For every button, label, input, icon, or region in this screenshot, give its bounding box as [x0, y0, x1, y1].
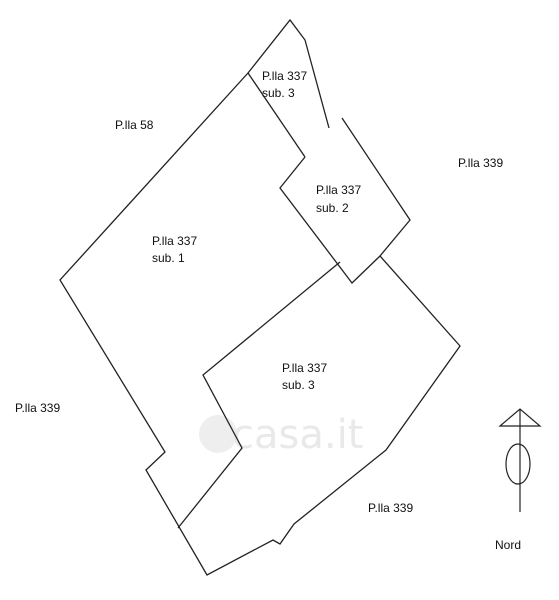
watermark-text: casa.it	[232, 412, 363, 458]
watermark: casa.it	[199, 412, 363, 458]
outer-boundary	[59, 18, 461, 576]
boundary-sub1-sub3	[177, 261, 341, 529]
label-sub3-top-line2: sub. 3	[262, 86, 295, 100]
watermark-logo-icon	[199, 415, 237, 453]
label-sub1-line2: sub. 1	[152, 251, 185, 265]
boundary-sub2	[279, 156, 381, 284]
label-p339-right: P.lla 339	[458, 156, 503, 170]
label-sub3-mid-line1: P.lla 337	[282, 361, 327, 375]
label-p339-bottom: P.lla 339	[368, 501, 413, 515]
label-sub2-line2: sub. 2	[316, 201, 349, 215]
north-arrow-icon	[498, 408, 542, 512]
label-sub2-line1: P.lla 337	[316, 183, 361, 197]
parcel-labels: P.lla 58 P.lla 339 P.lla 339 P.lla 339 P…	[15, 69, 503, 515]
boundary-sub3-top	[247, 72, 306, 158]
label-p58: P.lla 58	[115, 118, 154, 132]
label-sub1-line1: P.lla 337	[152, 234, 197, 248]
label-p339-left: P.lla 339	[15, 401, 60, 415]
label-sub3-mid-line2: sub. 3	[282, 378, 315, 392]
label-sub3-top-line1: P.lla 337	[262, 69, 307, 83]
north-label: Nord	[495, 538, 521, 552]
parcel-outlines	[59, 18, 461, 576]
